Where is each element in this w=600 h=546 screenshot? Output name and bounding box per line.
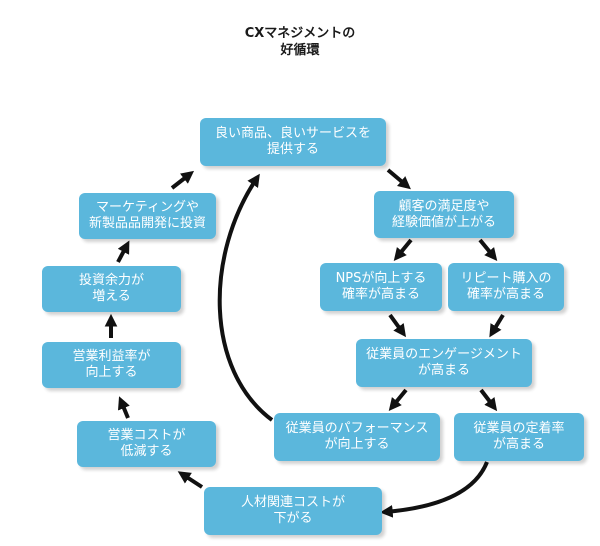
node-investment-capacity-line1: 投資余力が xyxy=(78,273,144,288)
node-engagement-line2: が高まる xyxy=(417,363,470,378)
arrow-hrcost-to-operating xyxy=(177,471,204,489)
arrow-nps-to-engagement xyxy=(388,313,406,338)
node-marketing-investment: マーケティングや 新製品品開発に投資 xyxy=(79,193,216,239)
arrow-satisfaction-to-repeat xyxy=(478,238,498,261)
node-repeat-purchase-line2: 確率が高まる xyxy=(466,287,545,302)
node-investment-capacity-line2: 増える xyxy=(92,289,131,304)
arrow-performance-to-products xyxy=(217,173,274,422)
arrow-marketing-to-products xyxy=(170,170,195,190)
node-customer-satisfaction: 顧客の満足度や 経験価値が上がる xyxy=(374,191,514,238)
node-performance-line1: 従業員のパフォーマンス xyxy=(285,421,429,436)
node-engagement-line1: 従業員のエンゲージメント xyxy=(366,347,522,362)
node-performance: 従業員のパフォーマンス が向上する xyxy=(274,413,440,461)
node-retention-line2: が高まる xyxy=(492,437,545,452)
node-hr-cost-line2: 下がる xyxy=(273,511,313,526)
node-operating-cost-line1: 営業コストが xyxy=(107,428,186,443)
node-profit-margin-line1: 営業利益率が xyxy=(72,349,151,364)
node-operating-cost: 営業コストが 低減する xyxy=(77,421,216,467)
diagram-title-line2: 好循環 xyxy=(280,43,320,58)
node-performance-line2: が向上する xyxy=(324,437,390,452)
node-customer-satisfaction-line2: 経験価値が上がる xyxy=(391,214,496,230)
arrow-repeat-to-engagement xyxy=(489,313,505,338)
arrow-satisfaction-to-nps xyxy=(393,238,413,261)
arrow-engagement-to-retention xyxy=(479,388,498,412)
node-nps-line1: NPSが向上する xyxy=(335,271,427,286)
arrow-operating-to-profit xyxy=(118,396,130,419)
node-retention-line1: 従業員の定着率 xyxy=(473,421,565,436)
node-hr-cost: 人材関連コストが 下がる xyxy=(204,487,382,535)
node-engagement: 従業員のエンゲージメント が高まる xyxy=(356,339,532,387)
node-repeat-purchase-line1: リピート購入の xyxy=(460,271,552,286)
node-retention: 従業員の定着率 が高まる xyxy=(454,413,584,461)
node-investment-capacity: 投資余力が 増える xyxy=(42,266,181,312)
node-marketing-investment-line1: マーケティングや xyxy=(96,200,199,215)
node-profit-margin: 営業利益率が 向上する xyxy=(42,342,181,388)
node-good-products-line1: 良い商品、良いサービスを xyxy=(214,126,371,141)
arrow-products-to-satisfaction xyxy=(386,168,411,190)
arrow-retention-to-hrcost xyxy=(379,461,489,518)
node-nps: NPSが向上する 確率が高まる xyxy=(320,263,442,311)
node-operating-cost-line2: 低減する xyxy=(120,444,173,459)
node-good-products-line2: 提供する xyxy=(266,142,319,157)
node-good-products: 良い商品、良いサービスを 提供する xyxy=(200,118,386,166)
arrow-investment-to-marketing xyxy=(116,240,130,263)
node-nps-line2: 確率が高まる xyxy=(341,287,420,302)
node-profit-margin-line2: 向上する xyxy=(85,365,138,380)
node-marketing-investment-line2: 新製品品開発に投資 xyxy=(88,216,206,231)
diagram-title-line1: CXマネジメントの xyxy=(244,26,356,41)
node-hr-cost-line1: 人材関連コストが xyxy=(240,495,345,510)
node-customer-satisfaction-line1: 顧客の満足度や xyxy=(398,198,490,214)
node-repeat-purchase: リピート購入の 確率が高まる xyxy=(448,263,564,311)
arrow-engagement-to-performance xyxy=(388,388,408,411)
